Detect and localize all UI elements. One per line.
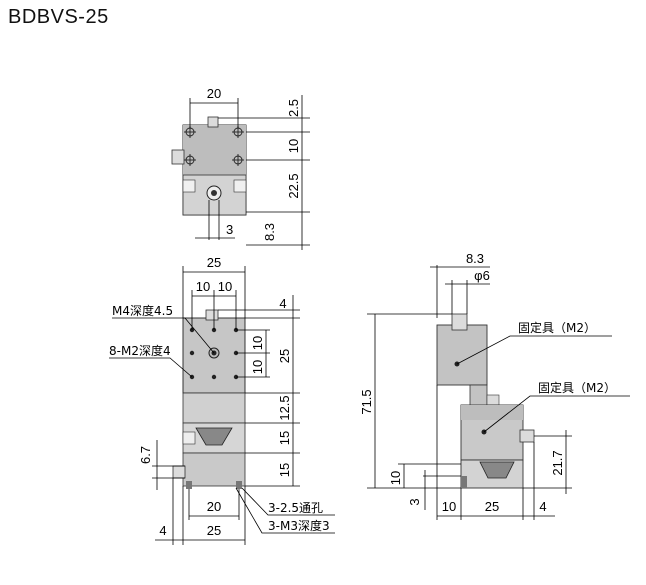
front-mount-holes <box>189 327 239 380</box>
front-pitch-v2-dim: 10 <box>250 360 265 374</box>
front-base-left-dim: 4 <box>159 523 166 538</box>
side-lower-height-dim: 21.7 <box>550 450 565 475</box>
front-lower1-dim: 15 <box>277 431 292 445</box>
through-holes-note: 3-2.5通孔 <box>268 501 323 515</box>
side-left-dim: 10 <box>442 499 456 514</box>
front-pitch-right-dim: 10 <box>218 279 232 294</box>
tapped-hole-note: M4深度4.5 <box>112 303 173 318</box>
front-middle-block <box>182 392 246 424</box>
front-pitch-left-dim: 10 <box>196 279 210 294</box>
top-view-upper-plate <box>183 125 246 175</box>
top-view-side-clamp <box>171 149 185 165</box>
front-top-margin-dim: 4 <box>279 296 286 311</box>
mount-holes-note: 8-M2深度4 <box>109 343 171 358</box>
front-pitch-v1-dim: 10 <box>250 336 265 350</box>
top-hole-offset-dim: 3 <box>226 222 233 237</box>
side-view: 8.3 φ6 71.5 10 3 21.7 10 25 4 固定具（M2） 固定… <box>359 251 630 520</box>
front-view: 25 10 10 4 10 10 25 12.5 15 15 6.7 <box>109 255 335 545</box>
top-view: 20 2.5 10 22.5 8.3 3 <box>171 86 310 250</box>
base-taps-note: 3-M3深度3 <box>268 518 330 533</box>
side-upper-column <box>436 324 488 386</box>
front-lower2-dim: 15 <box>277 463 292 477</box>
clamp-lower-note: 固定具（M2） <box>538 380 616 395</box>
side-knob <box>451 313 468 331</box>
top-view-knob <box>207 116 219 128</box>
top-bottom-offset-dim: 8.3 <box>262 223 277 241</box>
drawing-title: BDBVS-25 <box>8 6 109 28</box>
front-base-hole-pitch-dim: 20 <box>207 499 221 514</box>
top-hole-pitch-dim: 10 <box>286 139 301 153</box>
side-base-step-dim: 3 <box>407 498 422 505</box>
front-base <box>182 452 246 487</box>
side-width-dim: 25 <box>485 499 499 514</box>
clamp-upper-note: 固定具（M2） <box>518 320 596 335</box>
front-side-offset-dim: 6.7 <box>138 446 153 464</box>
front-overall-width-dim: 25 <box>207 255 221 270</box>
top-height-dim: 22.5 <box>286 173 301 198</box>
front-dovetail <box>195 427 233 446</box>
front-base-width-dim: 25 <box>207 523 221 538</box>
front-gap-dim: 12.5 <box>277 395 292 420</box>
side-offset-dim: 8.3 <box>466 251 484 266</box>
front-knob <box>205 309 219 321</box>
side-diameter-dim: φ6 <box>474 268 490 283</box>
side-right-dim: 4 <box>539 499 546 514</box>
top-width-dim: 20 <box>207 86 221 101</box>
side-base-height-dim: 10 <box>388 471 403 485</box>
front-span-dim: 25 <box>277 349 292 363</box>
side-overall-height-dim: 71.5 <box>359 389 374 414</box>
side-clamp-knob <box>519 429 535 443</box>
top-offset-dim: 2.5 <box>286 99 301 117</box>
